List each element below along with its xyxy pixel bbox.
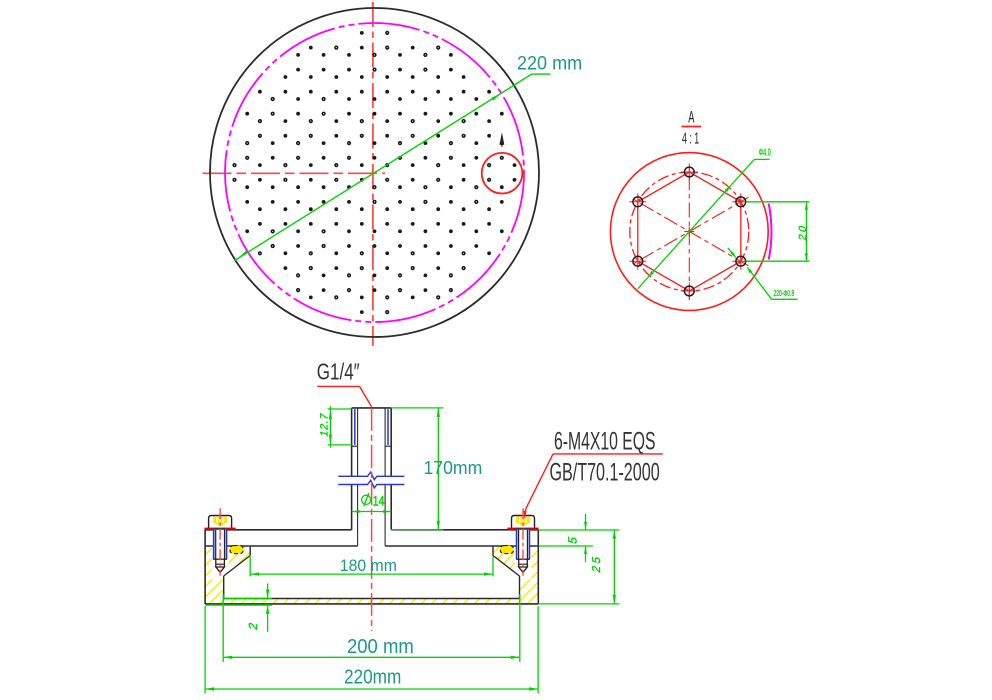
svg-text:25: 25 (590, 552, 603, 574)
svg-text:2: 2 (246, 621, 260, 631)
svg-text:170mm: 170mm (424, 458, 483, 478)
svg-text:GB/T70.1-2000: GB/T70.1-2000 (550, 459, 660, 486)
svg-text:4 : 1: 4 : 1 (682, 129, 699, 148)
svg-text:220-Φ0.8: 220-Φ0.8 (774, 290, 795, 299)
svg-text:6-M4X10 EQS: 6-M4X10 EQS (554, 428, 655, 456)
svg-text:200 mm: 200 mm (347, 636, 414, 658)
svg-text:5: 5 (566, 535, 580, 545)
svg-text:180 mm: 180 mm (340, 556, 397, 575)
svg-text:G1/4″: G1/4″ (317, 360, 360, 385)
svg-text:12.7: 12.7 (319, 411, 331, 438)
svg-text:220mm: 220mm (344, 665, 401, 688)
svg-text:20: 20 (797, 222, 809, 242)
svg-text:220 mm: 220 mm (517, 52, 582, 74)
svg-text:Φ4.0: Φ4.0 (759, 146, 771, 159)
svg-text:14: 14 (373, 493, 385, 509)
svg-text:A: A (688, 107, 695, 126)
